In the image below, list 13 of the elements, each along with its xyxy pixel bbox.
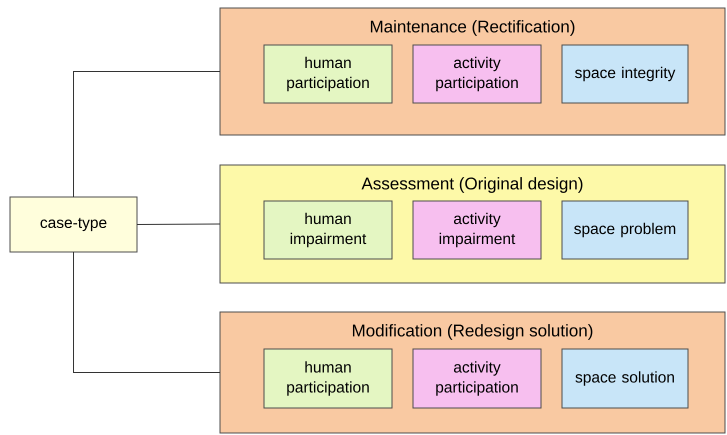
item-box: activity participation: [412, 348, 542, 408]
item-box: activity impairment: [412, 200, 542, 260]
connector-line: [136, 224, 220, 225]
connector-line: [73, 251, 220, 373]
item-box: human impairment: [264, 200, 392, 260]
item-box: activity participation: [412, 44, 542, 104]
category-box: case-type: [10, 196, 138, 252]
connector-line: [73, 71, 220, 198]
item-box: human participation: [264, 44, 392, 104]
item-box: space integrity: [562, 44, 688, 104]
item-box: space solution: [562, 348, 688, 408]
item-box: space problem: [562, 200, 688, 260]
item-box: human participation: [264, 348, 392, 408]
